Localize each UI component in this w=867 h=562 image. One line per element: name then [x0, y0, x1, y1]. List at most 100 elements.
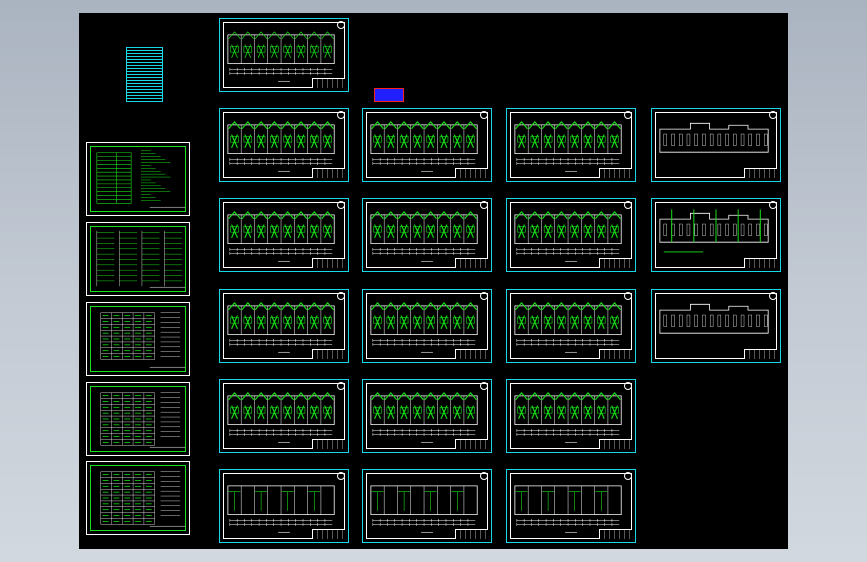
title-block [312, 529, 345, 539]
sheet-number-circle [337, 21, 345, 29]
sheet-number-circle [769, 201, 777, 209]
drawing-sheet-r4-c3[interactable] [506, 379, 636, 453]
drawing-sheet-r1-c3[interactable] [506, 108, 636, 182]
sheet-drawing [370, 302, 478, 353]
sheet-drawing [96, 150, 186, 208]
drawing-sheet-r3-c4[interactable] [651, 289, 781, 363]
sheet-drawing [96, 230, 186, 288]
sheet-border [510, 383, 632, 449]
title-block [455, 168, 488, 178]
drawing-sheet-r5-c1[interactable] [219, 469, 349, 543]
drawing-sheet-r1-c2[interactable] [362, 108, 492, 182]
title-block [455, 439, 488, 449]
sheet-drawing [514, 485, 622, 533]
sheet-number-circle [337, 292, 345, 300]
sheet-number-circle [480, 382, 488, 390]
drawing-sheet-r3-c3[interactable] [506, 289, 636, 363]
legend-table [126, 47, 163, 102]
sheet-drawing [227, 302, 335, 353]
sheet-drawing [227, 485, 335, 533]
sheet-drawing [227, 211, 335, 262]
sheet-drawing [659, 122, 769, 153]
drawing-sheet-r2-c3[interactable] [506, 198, 636, 272]
drawing-sheet-r1-c4[interactable] [651, 108, 781, 182]
title-block [312, 439, 345, 449]
drawing-sheet-r3-c1[interactable] [219, 289, 349, 363]
title-block [312, 258, 345, 268]
title-block [599, 529, 632, 539]
sheet-drawing [100, 471, 186, 527]
drawing-sheet-r5-c2[interactable] [362, 469, 492, 543]
schedule-sheet-2[interactable] [86, 222, 190, 296]
sheet-border [366, 112, 488, 178]
title-block [599, 439, 632, 449]
title-block [455, 349, 488, 359]
title-block [455, 258, 488, 268]
title-block [455, 529, 488, 539]
sheet-border [655, 293, 777, 359]
drawing-canvas[interactable] [79, 13, 788, 549]
sheet-drawing [514, 302, 622, 353]
sheet-drawing [227, 31, 335, 82]
sheet-border [655, 202, 777, 268]
title-block [599, 258, 632, 268]
title-block [599, 349, 632, 359]
sheet-border [510, 293, 632, 359]
title-block [744, 168, 777, 178]
sheet-border [223, 473, 345, 539]
drawing-sheet-r1-c1[interactable] [219, 108, 349, 182]
sheet-drawing [514, 121, 622, 172]
sheet-border [223, 293, 345, 359]
sheet-drawing [227, 392, 335, 443]
sheet-border [366, 202, 488, 268]
sheet-border [366, 473, 488, 539]
sheet-number-circle [624, 472, 632, 480]
sheet-number-circle [337, 111, 345, 119]
sheet-drawing [370, 392, 478, 443]
sheet-border [90, 146, 186, 212]
drawing-sheet-r4-c2[interactable] [362, 379, 492, 453]
sheet-number-circle [624, 292, 632, 300]
sheet-number-circle [480, 111, 488, 119]
drawing-sheet-r2-c4[interactable] [651, 198, 781, 272]
sheet-drawing [370, 121, 478, 172]
sheet-border [510, 202, 632, 268]
schedule-sheet-1[interactable] [86, 142, 190, 216]
sheet-number-circle [769, 292, 777, 300]
sheet-drawing [227, 121, 335, 172]
drawing-sheet-r2-c2[interactable] [362, 198, 492, 272]
sheet-drawing [100, 312, 186, 368]
drawing-sheet-r4-c1[interactable] [219, 379, 349, 453]
sheet-drawing [659, 303, 769, 334]
sheet-border [223, 22, 345, 88]
sheet-drawing [370, 211, 478, 262]
sheet-number-circle [480, 292, 488, 300]
sheet-number-circle [337, 382, 345, 390]
drawing-sheet-r5-c3[interactable] [506, 469, 636, 543]
revision-stamp [374, 88, 404, 102]
sheet-drawing [514, 392, 622, 443]
drawing-sheet-top-plan[interactable] [219, 18, 349, 92]
title-block [312, 168, 345, 178]
drawing-sheet-r3-c2[interactable] [362, 289, 492, 363]
sheet-border [510, 112, 632, 178]
sheet-number-circle [480, 201, 488, 209]
sheet-drawing [100, 392, 186, 448]
drawing-sheet-r2-c1[interactable] [219, 198, 349, 272]
sheet-border [223, 112, 345, 178]
sheet-border [90, 226, 186, 292]
sheet-number-circle [337, 472, 345, 480]
sheet-border [510, 473, 632, 539]
sheet-number-circle [624, 382, 632, 390]
schedule-sheet-4[interactable] [86, 382, 190, 456]
title-block [744, 258, 777, 268]
sheet-border [223, 202, 345, 268]
title-block [599, 168, 632, 178]
schedule-sheet-5[interactable] [86, 461, 190, 535]
sheet-number-circle [624, 111, 632, 119]
schedule-sheet-3[interactable] [86, 302, 190, 376]
sheet-border [223, 383, 345, 449]
title-block [744, 349, 777, 359]
sheet-border [90, 306, 186, 372]
sheet-border [655, 112, 777, 178]
